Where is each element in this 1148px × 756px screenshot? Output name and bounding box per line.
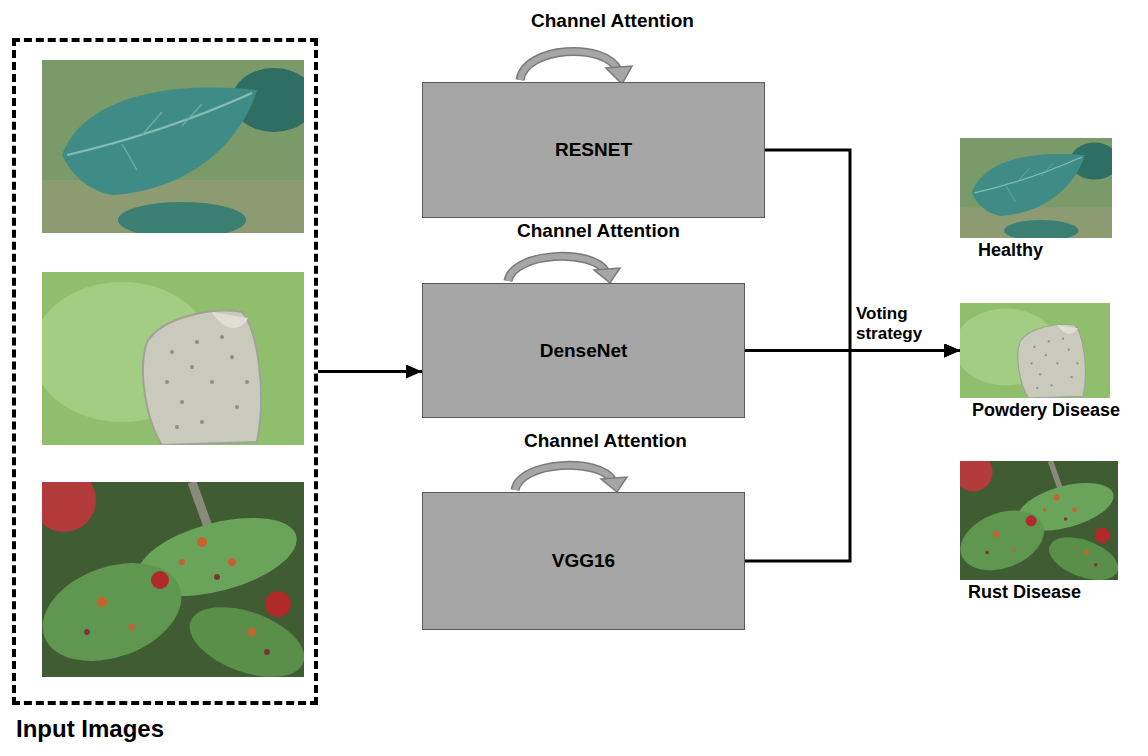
connector-arrow <box>765 150 960 351</box>
attention-loop <box>508 256 620 283</box>
input-group-box: Input Images <box>12 38 318 705</box>
output-photo <box>952 452 1124 588</box>
model-name: VGG16 <box>552 550 615 572</box>
input-photo <box>29 468 314 691</box>
output-class: Rust Disease <box>960 461 1130 607</box>
output-photo <box>960 138 1119 241</box>
attention-loop <box>520 51 632 84</box>
input-photo <box>32 272 304 445</box>
output-photo <box>954 303 1110 398</box>
model-box: DenseNet <box>422 283 745 418</box>
connector-arrow <box>745 351 960 562</box>
input-photo <box>42 60 316 238</box>
class-caption: Powdery Disease <box>972 400 1120 421</box>
model-name: RESNET <box>555 139 632 161</box>
class-caption: Rust Disease <box>968 582 1081 603</box>
attention-loop <box>515 465 627 492</box>
attention-label: Channel Attention <box>517 220 680 242</box>
connector-arrow <box>318 370 422 373</box>
model-box: VGG16 <box>422 492 745 630</box>
output-class: Healthy <box>960 138 1130 266</box>
edge-label: Voting strategy <box>856 304 936 344</box>
attention-label: Channel Attention <box>531 10 694 32</box>
group-heading: Input Images <box>16 715 164 743</box>
model-name: DenseNet <box>540 340 628 362</box>
output-class: Powdery Disease <box>960 303 1144 433</box>
model-box: RESNET <box>422 82 765 218</box>
attention-label: Channel Attention <box>524 430 687 452</box>
class-caption: Healthy <box>978 240 1043 261</box>
